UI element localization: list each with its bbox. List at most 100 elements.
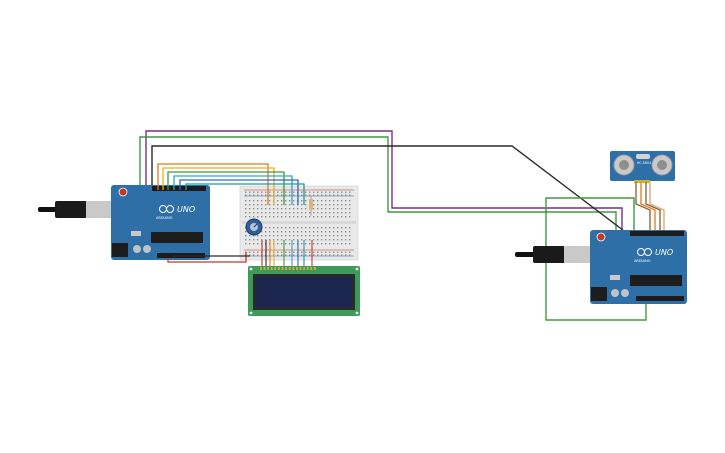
wire-blue[interactable] <box>179 179 299 205</box>
breadboard-hole <box>349 212 351 214</box>
breadboard-hole <box>349 227 351 229</box>
lcd-pin <box>270 267 273 270</box>
breadboard-hole <box>321 216 323 218</box>
transducer-left-inner <box>619 160 629 170</box>
breadboard-hole <box>277 235 279 237</box>
breadboard-hole <box>337 231 339 233</box>
breadboard-hole <box>265 212 267 214</box>
wire-green-top[interactable] <box>139 136 617 234</box>
breadboard-hole <box>253 200 255 202</box>
breadboard-hole <box>345 243 347 245</box>
breadboard-hole <box>329 200 331 202</box>
ultrasonic-sensor[interactable]: HC-SR04 <box>610 151 675 183</box>
breadboard-hole <box>261 200 263 202</box>
lcd-display[interactable] <box>248 266 360 316</box>
resistor-body <box>309 199 313 210</box>
breadboard-hole <box>345 239 347 241</box>
breadboard-hole <box>329 216 331 218</box>
breadboard-hole <box>285 251 287 253</box>
breadboard-hole <box>301 194 303 196</box>
lcd-pin <box>260 267 262 270</box>
breadboard-hole <box>345 227 347 229</box>
breadboard-hole <box>309 235 311 237</box>
resistor[interactable] <box>309 196 313 216</box>
breadboard-hole <box>325 200 327 202</box>
breadboard-hole <box>309 239 311 241</box>
breadboard-hole <box>257 200 259 202</box>
breadboard-hole <box>293 231 295 233</box>
breadboard-hole <box>321 251 323 253</box>
breadboard-hole <box>257 239 259 241</box>
wire-sensor-1[interactable] <box>635 182 651 234</box>
breadboard-hole <box>333 231 335 233</box>
wire-sensor-3[interactable] <box>645 182 661 234</box>
breadboard-hole <box>305 254 307 256</box>
breadboard-hole <box>293 235 295 237</box>
breadboard-hole <box>321 231 323 233</box>
breadboard-hole <box>301 200 303 202</box>
breadboard-hole <box>325 191 327 193</box>
breadboard-hole <box>337 212 339 214</box>
breadboard-hole <box>265 204 267 206</box>
breadboard-hole <box>345 204 347 206</box>
breadboard-hole <box>249 200 251 202</box>
wire-black-power[interactable] <box>173 255 250 258</box>
breadboard-hole <box>341 231 343 233</box>
wire-yellow[interactable] <box>162 167 275 205</box>
breadboard-hole <box>253 191 255 193</box>
left-arduino-board[interactable]: UNO ARDUINO <box>38 185 210 260</box>
wire-cyan[interactable] <box>173 175 293 205</box>
breadboard-hole <box>325 204 327 206</box>
breadboard-hole <box>337 191 339 193</box>
breadboard-hole <box>269 200 271 202</box>
breadboard-hole <box>285 204 287 206</box>
breadboard-hole <box>245 231 247 233</box>
breadboard-hole <box>325 194 327 196</box>
lcd-mount-hole-4 <box>355 311 359 315</box>
breadboard-hole <box>281 191 283 193</box>
wire-sensor-2[interactable] <box>640 182 656 234</box>
usb-cable <box>38 207 60 212</box>
breadboard-hole <box>277 231 279 233</box>
wire-red-power[interactable] <box>167 252 247 263</box>
breadboard-hole <box>313 200 315 202</box>
breadboard-hole <box>305 227 307 229</box>
breadboard-hole <box>289 194 291 196</box>
lcd-pin <box>288 267 291 270</box>
breadboard-hole <box>337 254 339 256</box>
wire-black[interactable] <box>151 145 629 235</box>
left-wire-bundle <box>157 163 305 263</box>
breadboard-hole <box>249 243 251 245</box>
breadboard-hole <box>289 231 291 233</box>
breadboard-hole <box>261 231 263 233</box>
lcd-pin <box>267 267 269 270</box>
breadboard-hole <box>289 235 291 237</box>
reset-button[interactable] <box>118 187 128 197</box>
breadboard-hole <box>277 243 279 245</box>
breadboard-hole <box>329 243 331 245</box>
lcd-pin-header <box>260 267 316 270</box>
breadboard-hole <box>281 243 283 245</box>
wire-sensor-4[interactable] <box>649 182 665 234</box>
breadboard-hole <box>333 227 335 229</box>
breadboard-hole <box>297 216 299 218</box>
wire-green[interactable] <box>167 171 285 205</box>
wire-teal[interactable] <box>185 183 305 205</box>
breadboard-hole <box>309 194 311 196</box>
reset-button[interactable] <box>596 232 606 242</box>
lcd-pin <box>274 267 277 270</box>
breadboard-hole <box>293 216 295 218</box>
breadboard-hole <box>309 227 311 229</box>
board-brand-text: ARDUINO <box>634 259 651 263</box>
usb-cable <box>515 252 537 257</box>
breadboard-hole <box>297 239 299 241</box>
breadboard-hole <box>321 239 323 241</box>
power-header <box>636 296 684 301</box>
digital-header <box>630 231 684 236</box>
potentiometer[interactable] <box>245 218 263 236</box>
breadboard-hole <box>281 239 283 241</box>
sensor-label: HC-SR04 <box>637 161 651 165</box>
breadboard-hole <box>317 212 319 214</box>
right-arduino-board[interactable]: UNO ARDUINO <box>515 230 687 304</box>
breadboard-hole <box>341 227 343 229</box>
